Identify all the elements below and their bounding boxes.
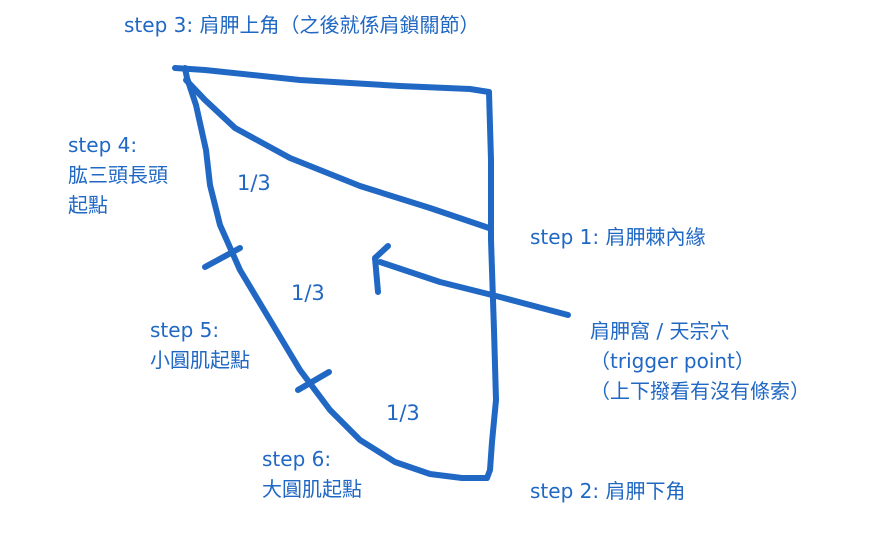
fraction-label-middle: 1/3 (291, 281, 325, 305)
label-step6-teres-major: step 6: 大圓肌起點 (262, 444, 362, 504)
label-trigger-line3: （上下撥看有沒有條索） (590, 379, 810, 403)
label-trigger-line2: （trigger point） (590, 349, 755, 373)
label-step2-inferior-angle: step 2: 肩胛下角 (530, 479, 686, 503)
scapula-medial-border (484, 89, 499, 481)
label-step4-line1: step 4: (68, 133, 138, 157)
label-step4-line3: 起點 (68, 193, 108, 217)
arrow-head (372, 243, 391, 295)
scapula-spine (183, 77, 492, 231)
label-step3-superior-angle: step 3: 肩胛上角（之後就係肩鎖關節） (124, 13, 480, 37)
scapula-superior-border (172, 65, 492, 95)
label-trigger-point: 肩胛窩 / 天宗穴 （trigger point） （上下撥看有沒有條索） (590, 316, 810, 406)
label-step4-triceps-long-head: step 4: 肱三頭長頭 起點 (68, 130, 168, 220)
label-trigger-line1: 肩胛窩 / 天宗穴 (590, 319, 730, 343)
label-step5-line1: step 5: (150, 318, 220, 342)
label-step6-line2: 大圓肌起點 (262, 477, 362, 501)
tick-mark-lower (295, 369, 332, 393)
scapula-inferior-border (327, 407, 490, 481)
scapula-lateral-border (182, 65, 333, 413)
label-step4-line2: 肱三頭長頭 (68, 163, 168, 187)
label-step1-spine-medial: step 1: 肩胛棘內緣 (530, 225, 706, 249)
label-step5-teres-minor: step 5: 小圓肌起點 (150, 315, 250, 375)
fraction-label-lower: 1/3 (386, 401, 420, 425)
label-step5-line2: 小圓肌起點 (150, 348, 250, 372)
arrow-shaft (377, 259, 571, 318)
tick-mark-upper (202, 245, 243, 270)
fraction-label-upper: 1/3 (237, 171, 271, 195)
label-step6-line1: step 6: (262, 447, 332, 471)
